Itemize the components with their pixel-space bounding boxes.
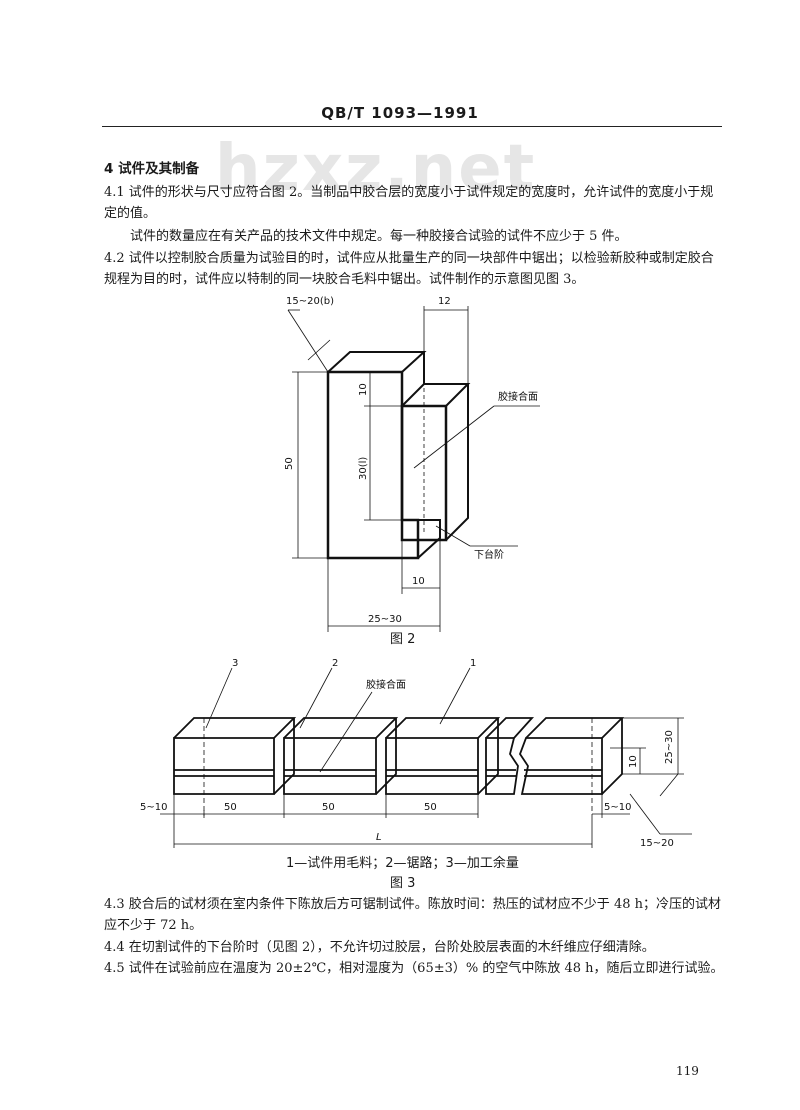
paragraph-4-3: 4.3 胶合后的试材须在室内条件下陈放后方可锯制试件。陈放时间：热压的试材应不少… (104, 897, 721, 933)
fig2-label-12: 12 (438, 296, 451, 307)
fig2-label-25-30: 25~30 (368, 614, 402, 625)
fig3-label-5-10-right: 5~10 (604, 802, 631, 813)
fig2-label-30: 30(l) (358, 457, 369, 480)
fig2-label-glue-surface: 胶接合面 (498, 390, 538, 403)
specimen-left-block-top (327, 351, 427, 373)
board-left-segment (173, 737, 275, 795)
fig3-label-10: 10 (628, 755, 639, 768)
specimen-right-block-top (401, 383, 471, 407)
header-divider (102, 126, 722, 127)
figure-3-sawing-diagram: 3 2 1 胶接合面 5~10 50 50 50 5~10 L 25~30 10… (140, 658, 692, 848)
figure-3-caption: 图 3 (390, 876, 416, 891)
paragraph-4-5: 4.5 试件在试验前应在温度为 20±2℃，相对湿度为（65±3）% 的空气中陈… (104, 961, 724, 976)
fig3-label-25-30: 25~30 (664, 730, 675, 764)
board-segment-3 (385, 737, 479, 795)
fig3-label-5-10-left: 5~10 (140, 802, 167, 813)
fig3-label-50-c: 50 (424, 802, 437, 813)
fig3-label-1: 1 (470, 658, 476, 669)
fig3-label-3: 3 (232, 658, 238, 669)
paragraph-4-2: 4.2 试件以控制胶合质量为试验目的时，试件应从批量生产的同一块部件中锯出；以检… (104, 251, 714, 287)
section-title: 4 试件及其制备 (104, 161, 200, 177)
specimen-right-block-side (445, 384, 469, 541)
paragraph-4-1-quantity: 试件的数量应在有关产品的技术文件中规定。每一种胶接合试验的试件不应少于 5 件。 (130, 229, 628, 244)
fig3-label-15-20: 15~20 (640, 838, 674, 848)
fig2-label-10-bottom: 10 (412, 576, 425, 587)
fig3-label-2: 2 (332, 658, 338, 669)
board-right-segment (518, 737, 603, 795)
fig2-label-lower-step: 下台阶 (474, 548, 504, 561)
board-segment-2 (283, 737, 377, 795)
lower-step-outline (402, 519, 441, 559)
figure-2-specimen-diagram: 15~20(b) 12 50 10 30(l) 10 25~30 胶接合面 下台… (284, 296, 540, 632)
board-segment-broken (485, 737, 519, 795)
standard-code-header: QB/T 1093—1991 (321, 104, 479, 122)
fig2-label-width: 15~20(b) (286, 296, 334, 307)
fig3-label-50-a: 50 (224, 802, 237, 813)
paragraph-4-4: 4.4 在切割试件的下台阶时（见图 2），不允许切过胶层，台阶处胶层表面的木纤维… (104, 940, 655, 955)
figure-2-caption: 图 2 (390, 632, 416, 647)
specimen-left-block-outline (326, 370, 420, 560)
fig2-label-10-top: 10 (358, 383, 369, 396)
watermark: hzxz.net (215, 132, 537, 206)
figure-3-legend: 1—试件用毛料；2—锯路；3—加工余量 (286, 856, 519, 871)
fig3-label-50-b: 50 (322, 802, 335, 813)
fig3-label-glue-surface: 胶接合面 (366, 678, 406, 691)
paragraph-4-1: 4.1 试件的形状与尺寸应符合图 2。当制品中胶合层的宽度小于试件规定的宽度时，… (104, 185, 714, 221)
fig3-label-L: L (376, 832, 382, 843)
fig2-label-50: 50 (284, 457, 295, 470)
page-number: 119 (676, 1064, 699, 1078)
